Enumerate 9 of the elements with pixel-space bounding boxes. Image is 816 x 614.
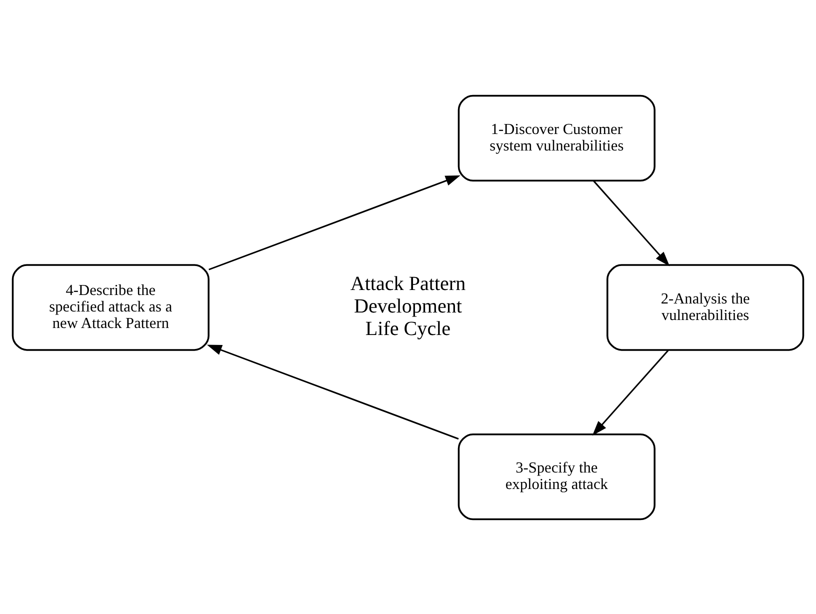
arrow bbox=[208, 174, 460, 270]
arrow bbox=[206, 344, 459, 440]
label: Attack Pattern Development Life Cycle bbox=[350, 272, 466, 340]
node-box: 3-Specify the exploiting attack bbox=[458, 432, 656, 520]
node-box: 1-Discover Customer system vulnerabilities bbox=[458, 94, 656, 182]
arrow bbox=[592, 349, 669, 436]
node-box: 2-Analysis the vulnerabilities bbox=[606, 264, 804, 350]
arrow bbox=[593, 180, 670, 266]
node-box: 4-Describe the specified attack as a new Attack Pattern bbox=[12, 264, 210, 350]
